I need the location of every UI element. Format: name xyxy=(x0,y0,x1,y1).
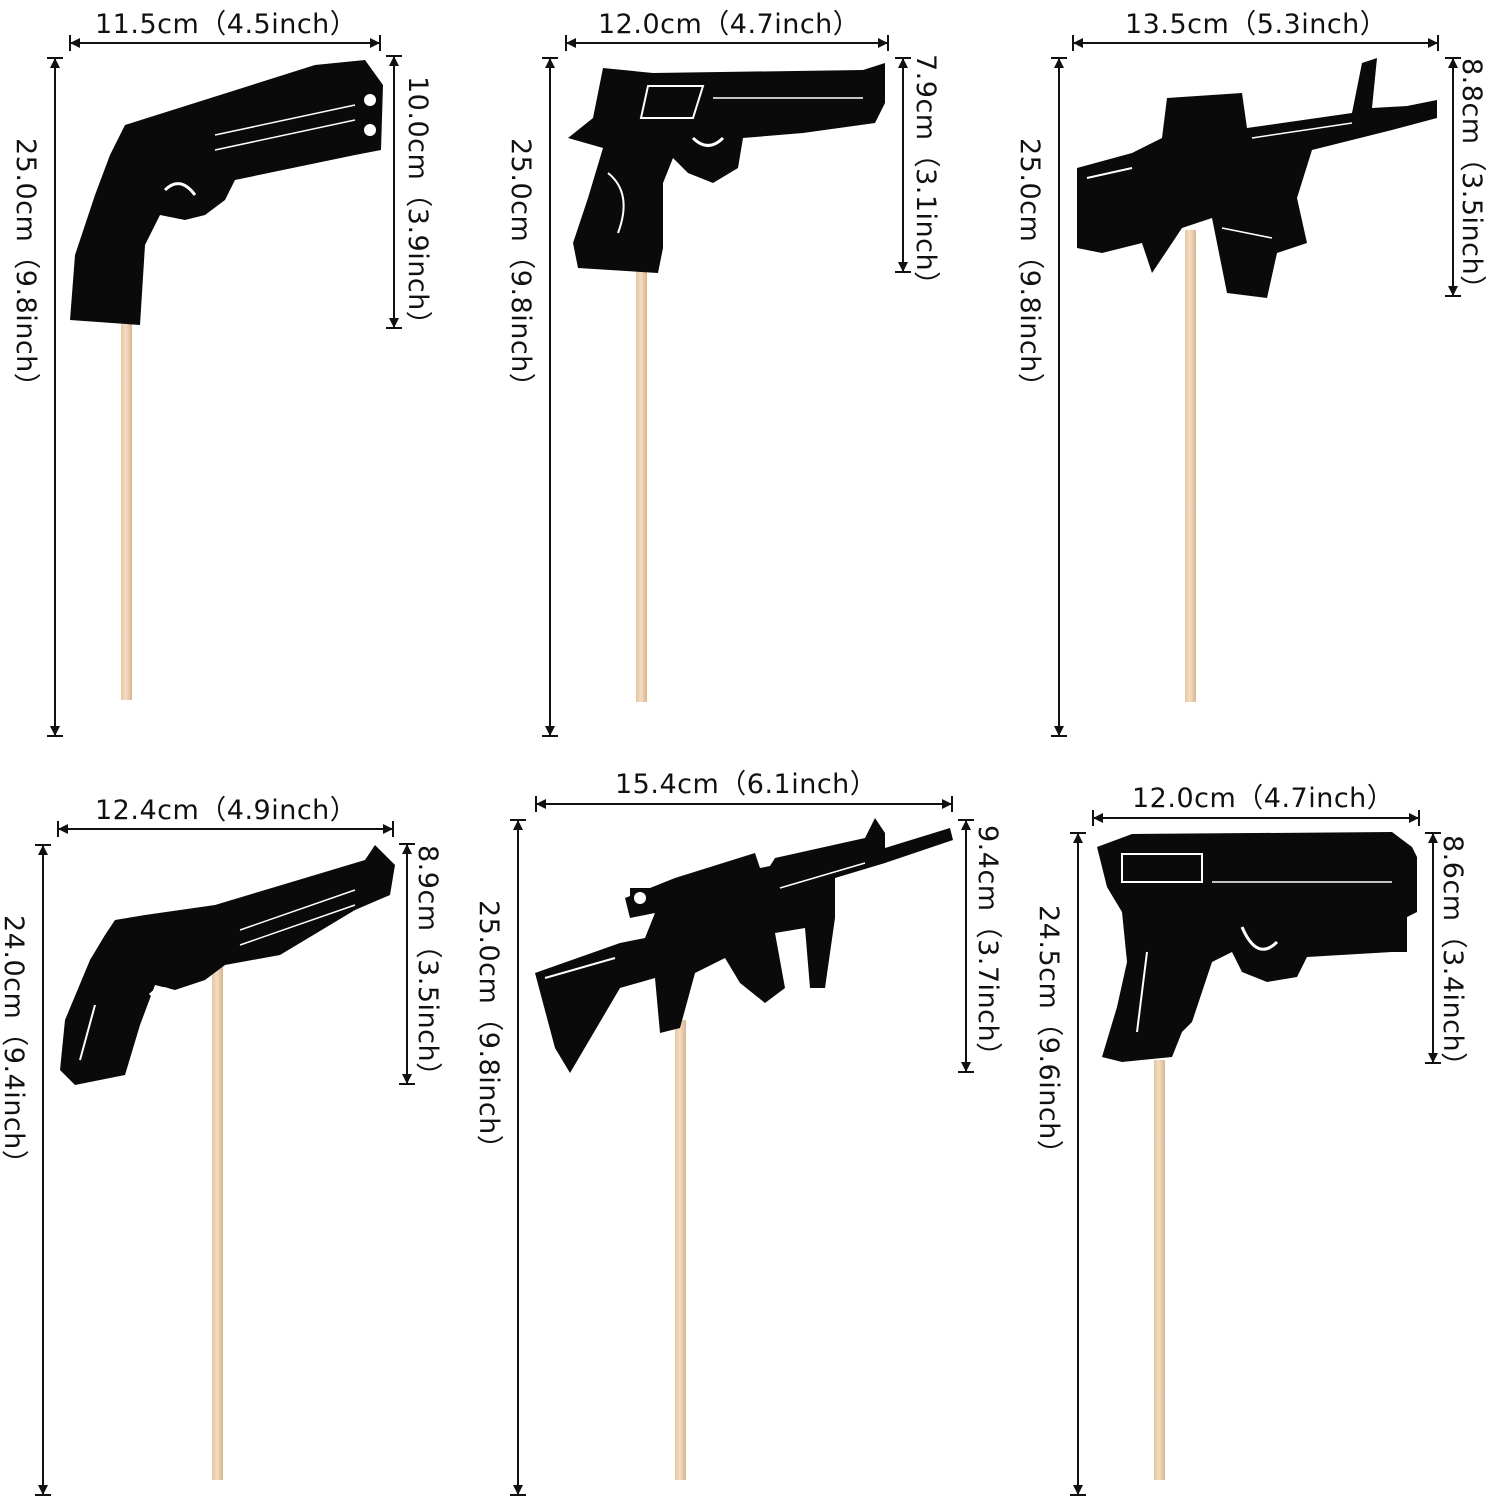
width-line xyxy=(1073,42,1438,44)
width-line xyxy=(58,828,393,830)
height-label: 8.9cm（3.5inch） xyxy=(412,845,443,1090)
revolver-icon xyxy=(70,60,383,325)
width-label: 12.4cm（4.9inch） xyxy=(95,795,358,826)
total-height-label: 25.0cm（9.8inch） xyxy=(473,900,504,1163)
total-height-label: 24.5cm（9.6inch） xyxy=(1033,905,1064,1168)
scoped-rifle-icon xyxy=(535,818,953,1073)
total-height-label: 25.0cm（9.8inch） xyxy=(1014,138,1045,401)
width-label: 12.0cm（4.7inch） xyxy=(598,9,861,40)
width-line xyxy=(566,42,888,44)
total-height-line xyxy=(549,58,551,736)
width-label: 13.5cm（5.3inch） xyxy=(1125,9,1388,40)
width-line xyxy=(1093,817,1419,819)
wooden-stick xyxy=(212,960,223,1480)
width-label: 11.5cm（4.5inch） xyxy=(95,9,358,40)
width-line xyxy=(536,803,952,805)
total-height-line xyxy=(517,820,519,1495)
total-height-line xyxy=(42,845,44,1495)
total-height-line xyxy=(1058,58,1060,736)
height-line xyxy=(965,820,967,1072)
width-label: 12.0cm（4.7inch） xyxy=(1132,783,1395,814)
height-label: 10.0cm（3.9inch） xyxy=(402,76,433,339)
total-height-label: 25.0cm（9.8inch） xyxy=(505,138,536,401)
rifle-icon xyxy=(1077,58,1437,298)
pistol-icon xyxy=(1097,832,1417,1062)
height-label: 8.6cm（3.4inch） xyxy=(1437,835,1468,1080)
total-height-label: 24.0cm（9.4inch） xyxy=(0,915,29,1178)
height-line xyxy=(393,56,395,328)
total-height-label: 25.0cm（9.8inch） xyxy=(10,138,41,401)
wooden-stick xyxy=(1154,1060,1165,1480)
width-line xyxy=(70,42,380,44)
height-label: 8.8cm（3.5inch） xyxy=(1456,58,1487,303)
wooden-stick xyxy=(636,262,647,702)
height-line xyxy=(902,58,904,272)
total-height-line xyxy=(1077,833,1079,1495)
wooden-stick xyxy=(1185,230,1196,702)
height-label: 7.9cm（3.1inch） xyxy=(910,54,941,299)
total-height-line xyxy=(54,58,56,736)
wooden-stick xyxy=(675,1020,686,1480)
height-label: 9.4cm（3.7inch） xyxy=(972,825,1003,1070)
height-line xyxy=(1452,58,1454,296)
width-label: 15.4cm（6.1inch） xyxy=(615,769,878,800)
pistol-icon xyxy=(568,63,885,273)
revolver-icon xyxy=(60,845,395,1085)
wooden-stick xyxy=(121,320,132,700)
height-line xyxy=(1432,833,1434,1063)
height-line xyxy=(406,844,408,1084)
